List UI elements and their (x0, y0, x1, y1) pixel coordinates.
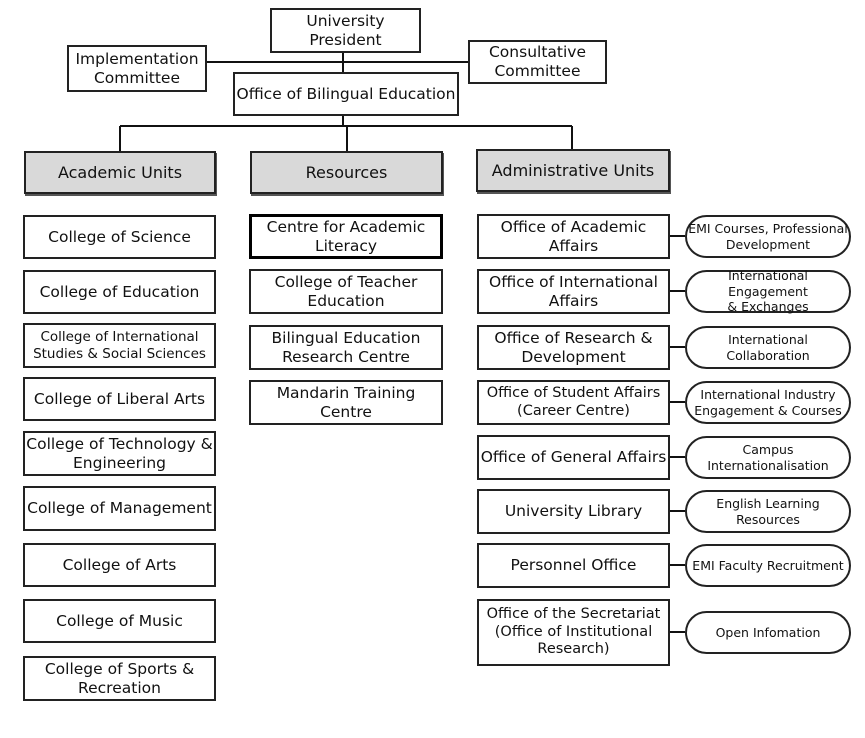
admin-unit-research-development: Office of Research & Development (477, 325, 670, 370)
role-emi-courses: EMI Courses, Professional Development (685, 215, 851, 258)
academic-unit-music: College of Music (23, 599, 216, 643)
academic-unit-international-studies: College of International Studies & Socia… (23, 323, 216, 368)
admin-unit-student-affairs: Office of Student Affairs (Career Centre… (477, 380, 670, 425)
resource-bilingual-research-centre: Bilingual Education Research Centre (249, 325, 443, 370)
academic-units-header: Academic Units (24, 151, 216, 194)
admin-unit-international-affairs: Office of International Affairs (477, 269, 670, 314)
role-english-learning-resources: English Learning Resources (685, 490, 851, 533)
role-campus-internationalisation: Campus Internationalisation (685, 436, 851, 479)
academic-unit-management: College of Management (23, 486, 216, 531)
academic-unit-science: College of Science (23, 215, 216, 259)
role-industry-engagement: International Industry Engagement & Cour… (685, 381, 851, 424)
resources-header: Resources (250, 151, 443, 194)
role-connectors (670, 235, 685, 633)
admin-unit-academic-affairs: Office of Academic Affairs (477, 214, 670, 259)
implementation-committee-box: Implementation Committee (67, 45, 207, 92)
role-international-engagement: International Engagement & Exchanges (685, 268, 851, 314)
resource-academic-literacy: Centre for Academic Literacy (249, 214, 443, 259)
resource-teacher-education: College of Teacher Education (249, 269, 443, 314)
academic-unit-liberal-arts: College of Liberal Arts (23, 377, 216, 421)
admin-unit-secretariat: Office of the Secretariat (Office of Ins… (477, 599, 670, 666)
university-president-box: University President (270, 8, 421, 53)
academic-unit-arts: College of Arts (23, 543, 216, 587)
academic-unit-sports-recreation: College of Sports & Recreation (23, 656, 216, 701)
admin-unit-general-affairs: Office of General Affairs (477, 435, 670, 480)
admin-unit-personnel-office: Personnel Office (477, 543, 670, 588)
administrative-units-header: Administrative Units (476, 149, 670, 192)
academic-unit-technology-engineering: College of Technology & Engineering (23, 431, 216, 476)
role-open-information: Open Infomation (685, 611, 851, 654)
office-bilingual-education-box: Office of Bilingual Education (233, 72, 459, 116)
role-international-collaboration: International Collaboration (685, 326, 851, 369)
admin-unit-university-library: University Library (477, 489, 670, 534)
resource-mandarin-training: Mandarin Training Centre (249, 380, 443, 425)
consultative-committee-box: Consultative Committee (468, 40, 607, 84)
role-emi-faculty-recruitment: EMI Faculty Recruitment (685, 544, 851, 587)
academic-unit-education: College of Education (23, 270, 216, 314)
